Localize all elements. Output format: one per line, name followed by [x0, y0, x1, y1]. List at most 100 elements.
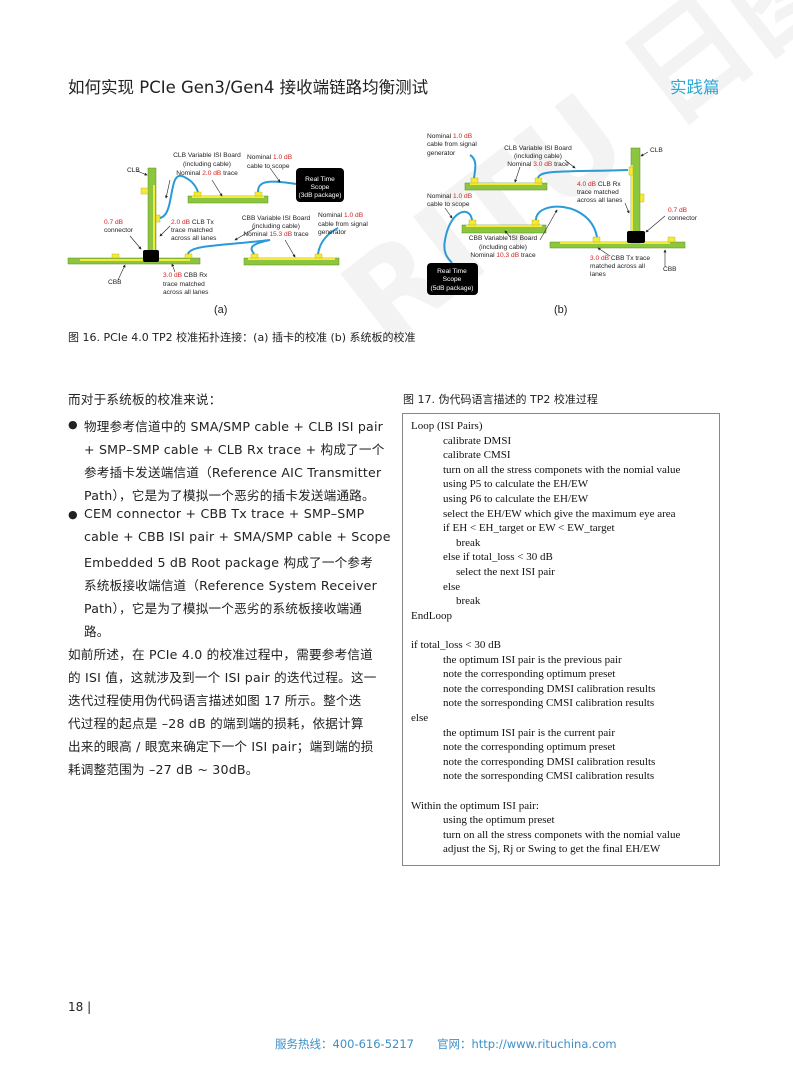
code-line: Loop (ISI Pairs)	[411, 420, 483, 432]
figure-16-diagram: CLB CLB Variable ISI Board (including ca…	[67, 133, 698, 316]
label-clb: CLB	[650, 147, 663, 154]
label-gen-cable-3: generator	[318, 229, 347, 236]
code-line: adjust the Sj, Rj or Swing to get the fi…	[443, 843, 661, 856]
cables	[159, 174, 339, 255]
bullet-1-line: + SMP–SMP cable + CLB Rx trace + 构成了一个	[84, 442, 385, 457]
paragraph-line: 如前所述，在 PCIe 4.0 的校准过程中，需要参考信道	[68, 647, 373, 662]
paragraph-line: 耗调整范围为 –27 dB ~ 30dB。	[68, 762, 259, 777]
bullet-2-line: 路。	[84, 624, 110, 639]
code-line: else if total_loss < 30 dB	[443, 551, 553, 564]
pseudocode-box: Loop (ISI Pairs) calibrate DMSI calibrate …	[402, 413, 720, 866]
label-scope-cable-2: cable to scope	[427, 201, 470, 208]
footer-contact: 服务热线：400-616-5217 官网：http://www.rituchin…	[275, 1037, 617, 1051]
code-line: select the EH/EW which give the maximum …	[443, 507, 676, 520]
label-cbb-isi-nominal: Nominal 10.3 dB trace	[470, 252, 536, 259]
code-line: calibrate CMSI	[443, 449, 511, 462]
label-connector: 0.7 dB	[668, 207, 688, 214]
scope-text: Real Time	[437, 268, 467, 275]
subfigure-label-b: (b)	[554, 304, 567, 316]
code-line: using P6 to calculate the EH/EW	[443, 493, 589, 505]
code-line: using P5 to calculate the EH/EW	[443, 478, 589, 491]
bullet-1-line: 参考插卡发送端信道（Reference AIC Transmitter	[84, 465, 382, 480]
section-label: 实践篇	[670, 78, 720, 97]
scope-text: Real Time	[305, 176, 335, 183]
bullet-2-line: Embedded 5 dB Root package 构成了一个参考	[84, 555, 374, 570]
label-cbb-tx-2: matched across all	[590, 263, 646, 270]
label-clb-rx-2: trace matched	[577, 189, 619, 196]
code-line: note the corresponding DMSI calibration …	[443, 682, 656, 695]
code-line: else	[411, 712, 429, 724]
code-line: calibrate DMSI	[443, 434, 512, 447]
label-cbb-isi: CBB Variable ISI Board	[242, 215, 311, 222]
label-scope-cable: Nominal 1.0 dB	[247, 154, 293, 161]
intro-text: 而对于系统板的校准来说：	[68, 392, 222, 407]
code-line: note the sorresponding CMSI calibration …	[443, 697, 655, 710]
label-connector-2: connector	[668, 215, 698, 222]
bullet-icon: ●	[68, 418, 78, 431]
label-connector-2: connector	[104, 227, 134, 234]
label-cbb: CBB	[663, 266, 677, 273]
label-cbb-isi-sub: (including cable)	[252, 223, 300, 230]
label-cbb: CBB	[108, 279, 122, 286]
code-line: the optimum ISI pair is the current pair	[443, 726, 615, 739]
label-clb-tx: 2.0 dB CLB Tx	[171, 219, 214, 226]
label-cbb-rx-2: trace matched	[163, 281, 205, 288]
label-clb-rx-3: across all lanes	[577, 197, 623, 204]
label-cbb-rx-3: across all lanes	[163, 289, 209, 296]
label-cbb-isi-nominal: Nominal 15.3 dB trace	[243, 231, 309, 238]
connector	[627, 231, 645, 243]
scope-text: Scope	[311, 184, 330, 191]
bullet-2-line: cable + CBB ISI pair + SMA/SMP cable + S…	[84, 529, 391, 544]
label-gen-cable-3: generator	[427, 150, 456, 157]
label-cbb-tx-3: lanes	[590, 271, 606, 278]
code-line: turn on all the stress componets with th…	[443, 463, 681, 476]
code-line: Within the optimum ISI pair:	[411, 799, 539, 812]
code-line: break	[456, 536, 481, 549]
page-number: 18 |	[68, 1000, 92, 1014]
label-clb-isi: CLB Variable ISI Board	[504, 145, 572, 152]
code-line: note the corresponding DMSI calibration …	[443, 755, 656, 768]
label-clb-isi-sub: (including cable)	[514, 153, 562, 160]
label-gen-cable: Nominal 1.0 dB	[318, 212, 364, 219]
scope-text: (5dB package)	[431, 285, 474, 292]
code-line: if total_loss < 30 dB	[411, 639, 501, 651]
code-line: if EH < EH_target or EW < EW_target	[443, 522, 615, 535]
code-line: using the optimum preset	[443, 814, 555, 827]
code-line: note the sorresponding CMSI calibration …	[443, 770, 655, 783]
paragraph-line: 的 ISI 值，这就涉及到一个 ISI pair 的迭代过程。这一	[68, 670, 377, 685]
label-clb-tx-3: across all lanes	[171, 235, 217, 242]
label-gen-cable-2: cable from signal	[318, 221, 368, 228]
label-gen-cable-2: cable from signal	[427, 141, 477, 148]
bullet-icon: ●	[68, 508, 78, 521]
bullet-2-line: 系统板接收端信道（Reference System Receiver	[84, 578, 378, 593]
label-clb-isi-nominal: Nominal 3.0 dB trace	[507, 161, 569, 168]
label-clb-isi: CLB Variable ISI Board	[173, 152, 241, 159]
label-cbb-rx: 3.0 dB CBB Rx	[163, 272, 208, 279]
scope-text: Scope	[443, 276, 462, 283]
page-title: 如何实现 PCIe Gen3/Gen4 接收端链路均衡测试	[68, 78, 429, 97]
code-line: break	[456, 595, 481, 608]
label-scope-cable-2: cable to scope	[247, 163, 290, 170]
label-clb-tx-2: trace matched	[171, 227, 213, 234]
bullet-1-line: 物理参考信道中的 SMA/SMP cable + CLB ISI pair	[84, 419, 384, 434]
bullet-2-line: Path），它是为了模拟一个恶劣的系统板接收端通	[84, 601, 363, 616]
label-connector: 0.7 dB	[104, 219, 124, 226]
paragraph-line: 出来的眼高 / 眼宽来确定下一个 ISI pair；端到端的损	[68, 739, 374, 754]
figure-16-caption: 图 16. PCIe 4.0 TP2 校准拓扑连接：(a) 插卡的校准 (b) …	[68, 331, 416, 344]
label-clb-rx: 4.0 dB CLB Rx	[577, 181, 621, 188]
label-cbb-isi: CBB Variable ISI Board	[469, 235, 538, 242]
code-line: else	[443, 580, 461, 593]
paragraph-line: 迭代过程使用伪代码语言描述如图 17 所示。整个迭	[68, 693, 362, 708]
label-scope-cable: Nominal 1.0 dB	[427, 193, 473, 200]
figure-17-caption: 图 17. 伪代码语言描述的 TP2 校准过程	[403, 393, 598, 406]
code-line: EndLoop	[411, 609, 452, 622]
code-line: turn on all the stress componets with th…	[443, 828, 681, 841]
code-line: select the next ISI pair	[456, 566, 555, 578]
diagram-a: CLB CLB Variable ISI Board (including ca…	[67, 152, 368, 316]
label-clb: CLB	[127, 167, 140, 174]
connector	[143, 250, 159, 262]
code-line: note the corresponding optimum preset	[443, 741, 616, 754]
subfigure-label-a: (a)	[214, 304, 227, 316]
code-line: the optimum ISI pair is the previous pai…	[443, 653, 622, 666]
real-time-scope-b	[427, 263, 478, 295]
